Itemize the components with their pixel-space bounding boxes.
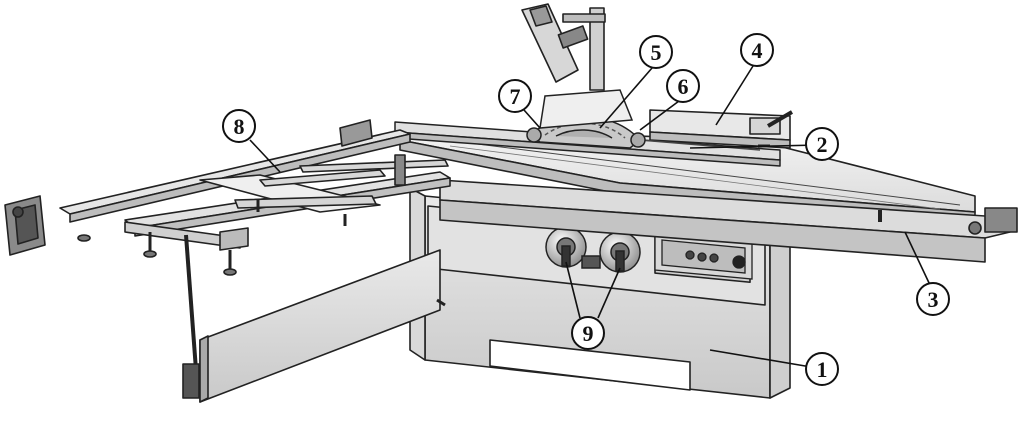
blade-guard-arm: [521, 3, 606, 91]
control-panel: [654, 231, 753, 280]
callout-2: 2: [805, 127, 839, 161]
callout-6-label: 6: [678, 74, 689, 99]
callout-5-label: 5: [651, 40, 662, 65]
leader-9a: [565, 261, 581, 319]
callout-9: 9: [571, 316, 605, 350]
leader-3: [904, 231, 931, 286]
callout-3: 3: [916, 282, 950, 316]
callout-7-label: 7: [510, 84, 521, 109]
leader-9b: [597, 267, 621, 319]
callout-8-label: 8: [234, 114, 245, 139]
saw-blade: [526, 89, 646, 149]
callout-1-label: 1: [817, 357, 828, 382]
crosscut-frame: [4, 119, 451, 276]
leader-1: [709, 349, 818, 369]
support-leg: [182, 234, 446, 403]
leader-4: [715, 65, 754, 126]
callout-6: 6: [666, 69, 700, 103]
handwheels: [545, 226, 641, 273]
callout-2-label: 2: [817, 132, 828, 157]
callout-5: 5: [639, 35, 673, 69]
leader-7: [523, 109, 541, 129]
callout-4-label: 4: [752, 38, 763, 63]
callout-9-label: 9: [583, 321, 594, 346]
callout-7: 7: [498, 79, 532, 113]
leader-5: [599, 67, 653, 129]
callout-4: 4: [740, 33, 774, 67]
leader-lines: [249, 65, 931, 369]
leader-8: [249, 139, 281, 173]
callout-3-label: 3: [928, 287, 939, 312]
leader-6: [639, 100, 680, 131]
callouts: 1 2 3 4 5 6 7 8: [222, 33, 950, 386]
rip-fence: [649, 109, 794, 149]
leader-2: [689, 144, 819, 149]
callout-8: 8: [222, 109, 256, 143]
rip-fence-rail: [439, 179, 1018, 263]
callout-1: 1: [805, 352, 839, 386]
